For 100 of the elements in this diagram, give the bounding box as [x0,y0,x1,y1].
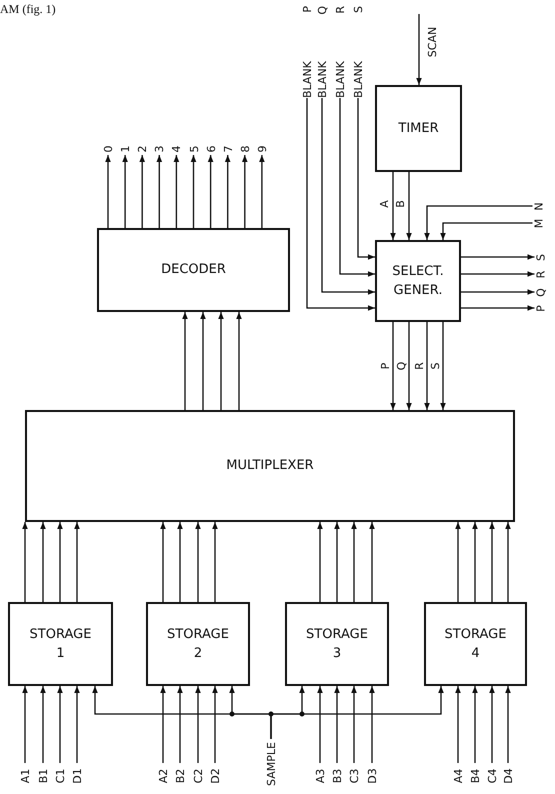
arrow [406,172,412,240]
signal-label: B4 [468,763,482,789]
arrow [440,222,532,240]
arrow [334,522,340,602]
arrow [455,686,461,763]
arrow [57,522,63,602]
block-label: MULTIPLEXER [226,457,314,476]
arrow [424,322,430,410]
edge-label: R [412,361,426,372]
arrow [224,155,230,228]
arrow [440,322,446,410]
block-label: STORAGE [444,626,506,644]
edge-label: P [378,362,392,372]
signal-label: N [532,200,546,212]
block-label: STORAGE [167,626,229,644]
arrow [424,205,532,240]
arrow [505,522,511,602]
signal-label: BLANK [316,61,328,98]
block-box [8,602,113,686]
arrow [105,155,111,228]
signal-label: B2 [173,763,187,789]
signal-label: A4 [451,763,465,789]
edge-label: Q [394,360,408,372]
signal-label: A1 [18,763,32,789]
signal-label: S [534,251,548,263]
arrow [390,322,396,410]
arrow [212,522,218,602]
signal-label: 1 [119,143,132,155]
block-box [97,228,290,312]
signal-label: Q [316,6,328,15]
block-label: SELECT. GENER. [391,262,445,300]
signal-label: BLANK [334,61,346,98]
signal-label: 4 [170,143,182,155]
arrow [489,686,495,763]
signal-label: 3 [153,143,166,155]
arrow [489,522,495,602]
arrow [208,155,214,228]
signal-label: 7 [222,143,234,155]
block-label: 4 [471,645,480,663]
arrow [195,686,201,763]
arrow [505,686,511,763]
arrow [236,312,242,410]
arrow [351,522,357,602]
arrow [40,686,46,763]
signal-label: A2 [156,763,170,789]
arrow [174,155,180,228]
arrow [22,522,28,602]
arrow [472,686,478,763]
signal-label: R [534,268,548,280]
arrow [139,155,145,228]
arrow [306,98,375,311]
signal-label: 9 [256,143,268,155]
block-box [285,602,389,686]
arrow [177,686,183,763]
arrow [200,312,206,410]
arrow [218,312,224,410]
signal-label: C4 [485,763,499,789]
signal-label: C3 [347,763,361,789]
block-box [146,602,250,686]
arrow [321,98,375,295]
arrow [357,98,375,260]
arrow [195,522,201,602]
block-label: 2 [194,645,202,663]
arrow [242,155,248,228]
edge-label: S [428,362,442,372]
signal-label: B1 [36,763,50,789]
block-label: DECODER [161,261,226,280]
arrow [122,155,128,228]
arrow [461,254,534,260]
arrow [472,522,478,602]
arrow [74,686,80,763]
arrow [22,686,28,763]
arrow [369,686,375,763]
arrow [160,686,166,763]
signal-label: C1 [53,763,67,789]
arrow [182,312,188,410]
arrow [461,289,534,295]
arrow [190,155,196,228]
signal-label: SAMPLE [264,739,278,789]
block-box [25,410,515,522]
arrow [40,522,46,602]
block-box [424,602,527,686]
signal-label: 5 [188,143,200,155]
arrow [259,155,265,228]
arrow [455,522,461,602]
block-label: STORAGE [30,626,92,644]
arrow [351,686,357,763]
signal-label: S [352,6,364,13]
arrow [317,522,323,602]
block-label: 3 [332,645,342,663]
arrow [270,686,444,739]
arrow [339,98,375,277]
arrow [156,155,162,228]
edge-label: A [377,199,391,210]
arrow [406,322,412,410]
arrow [57,686,63,763]
edge-label: B [393,199,407,210]
arrow [177,522,183,602]
signal-label: A3 [313,763,327,789]
arrow [390,172,396,240]
